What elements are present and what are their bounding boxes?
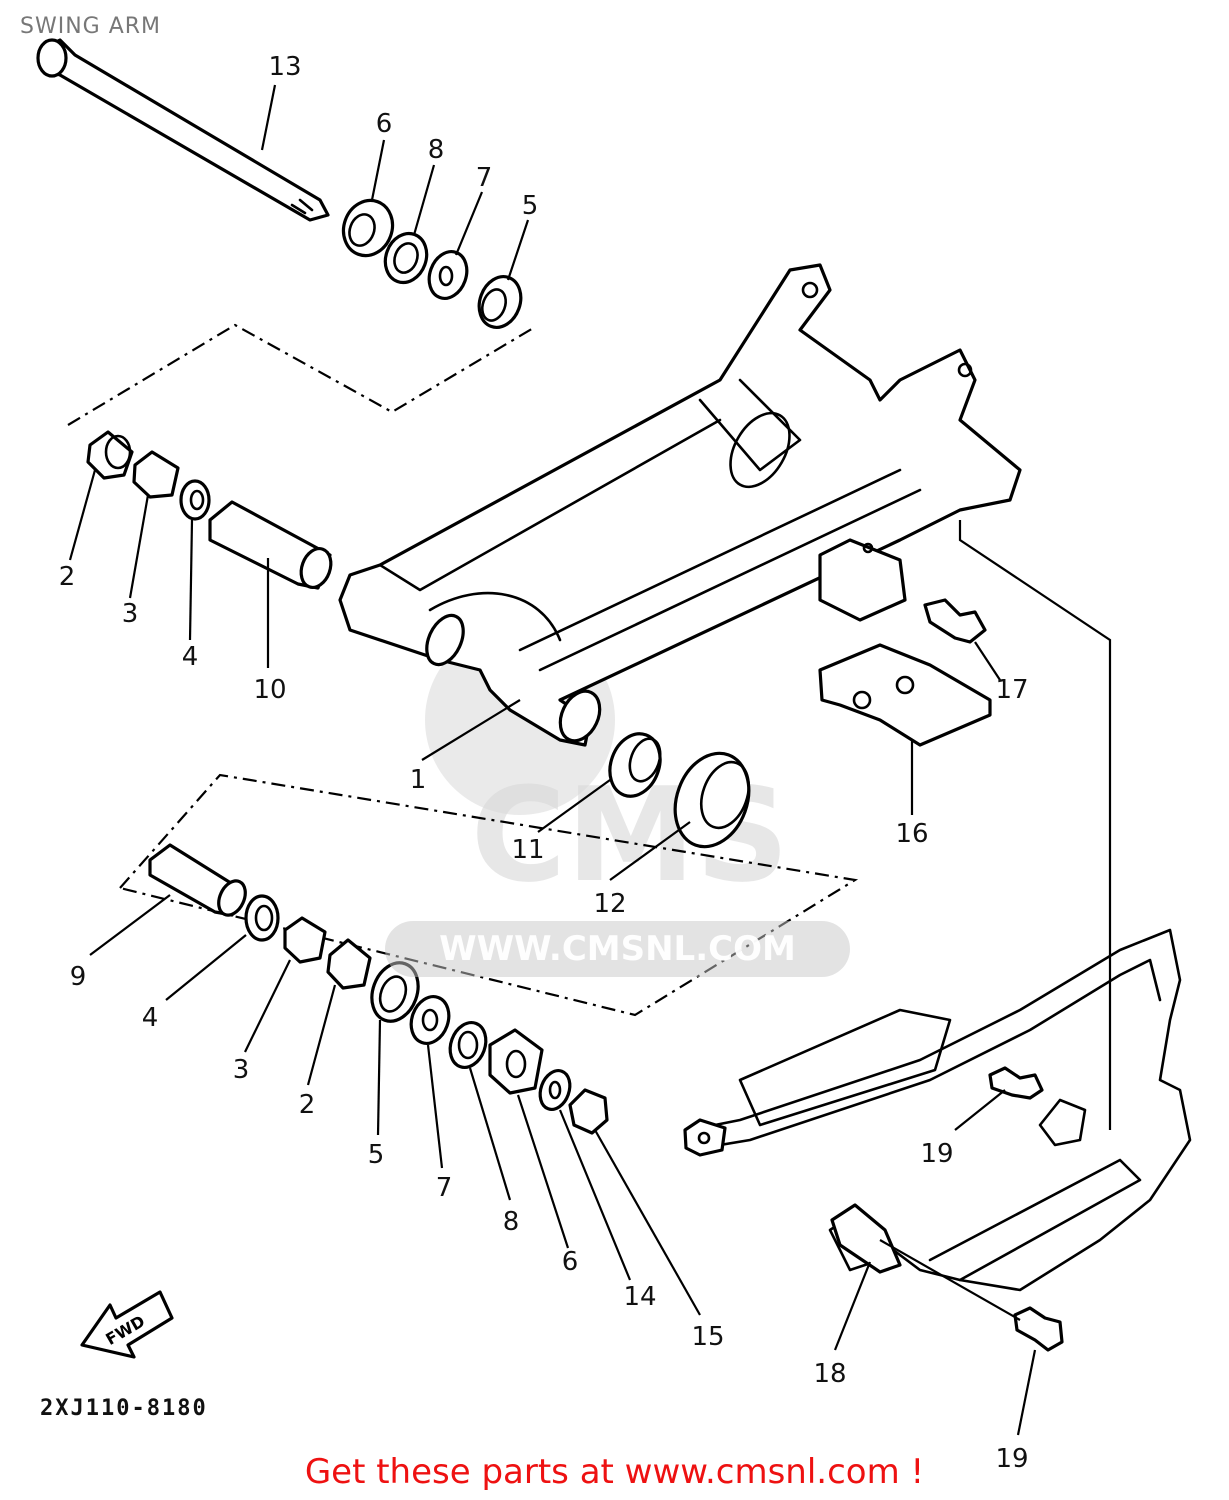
callout-5-lower: 5 <box>368 1140 385 1170</box>
drawing-code: 2XJ110-8180 <box>40 1396 208 1421</box>
callout-16: 16 <box>895 819 928 849</box>
footer-parts-link[interactable]: Get these parts at www.cmsnl.com ! <box>304 1452 925 1492</box>
pivot-bolt-13 <box>36 38 330 222</box>
callout-7-upper: 7 <box>476 163 493 193</box>
callout-5-upper: 5 <box>522 191 539 221</box>
callout-18: 18 <box>813 1359 846 1389</box>
callout-19-upper: 19 <box>920 1139 953 1169</box>
callout-15: 15 <box>691 1322 724 1352</box>
bolt-19-upper <box>988 1066 1044 1100</box>
page-title: SWING ARM <box>20 14 162 39</box>
rear-guard <box>683 928 1192 1292</box>
callout-8-lower: 8 <box>503 1207 520 1237</box>
callout-7-lower: 7 <box>436 1173 453 1203</box>
callout-4-lower: 4 <box>142 1003 159 1033</box>
callout-17: 17 <box>995 675 1028 705</box>
swing-arm-body-1 <box>338 263 1022 747</box>
callout-13: 13 <box>268 52 301 82</box>
bolt-17 <box>923 598 987 644</box>
leader-lines <box>68 84 1037 1436</box>
upper-group-outline <box>67 323 536 426</box>
seal-11-12 <box>608 732 751 849</box>
callout-6-upper: 6 <box>376 109 393 139</box>
reference-line <box>958 520 1112 1130</box>
callout-19-lower: 19 <box>995 1444 1028 1474</box>
callout-3-lower: 3 <box>233 1055 250 1085</box>
lower-bearing-set <box>148 843 609 1135</box>
callout-9: 9 <box>70 962 87 992</box>
callout-8-upper: 8 <box>428 135 445 165</box>
callout-10: 10 <box>253 675 286 705</box>
callout-3-upper: 3 <box>122 599 139 629</box>
left-bearing-set <box>86 430 333 590</box>
upper-bushing-set <box>341 198 523 329</box>
fwd-arrow-icon: FWD <box>80 1290 174 1359</box>
callout-2-upper: 2 <box>59 562 76 592</box>
callout-11: 11 <box>511 835 544 865</box>
callout-2-lower: 2 <box>299 1090 316 1120</box>
watermark-url: WWW.CMSNL.COM <box>385 921 850 977</box>
part-labels: 13 6 8 7 5 2 3 4 10 1 11 12 16 17 9 4 3 … <box>59 52 1029 1474</box>
callout-12: 12 <box>593 889 626 919</box>
callout-6-lower: 6 <box>562 1247 579 1277</box>
callout-4-upper: 4 <box>182 642 199 672</box>
chain-guide-16 <box>818 643 992 747</box>
reference-line-2 <box>879 1239 1021 1321</box>
bolt-19-lower <box>1013 1306 1064 1352</box>
callout-1: 1 <box>410 765 427 795</box>
callout-14: 14 <box>623 1282 656 1312</box>
